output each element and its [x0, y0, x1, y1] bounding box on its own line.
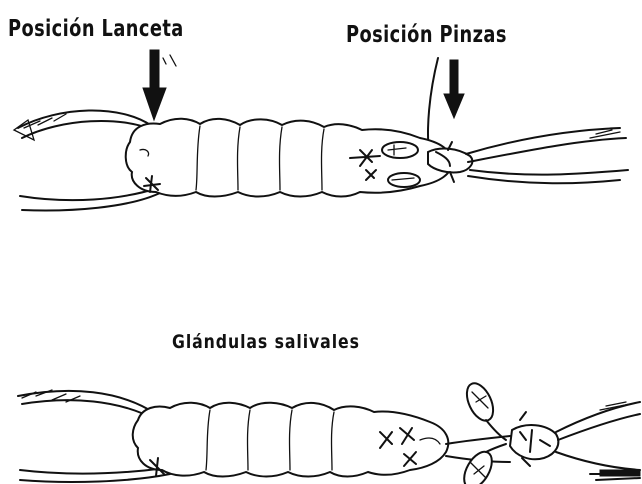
extracted-salivary-glands: [446, 379, 558, 484]
right-forceps: [466, 128, 628, 183]
bottom-dissection-figure: [18, 379, 640, 484]
mosquito-body: [126, 119, 473, 197]
lancet-arrow: [143, 50, 176, 120]
bottom-right-forceps: [556, 402, 640, 480]
top-dissection-figure: [14, 50, 628, 210]
bottom-mosquito-body: [133, 403, 449, 477]
